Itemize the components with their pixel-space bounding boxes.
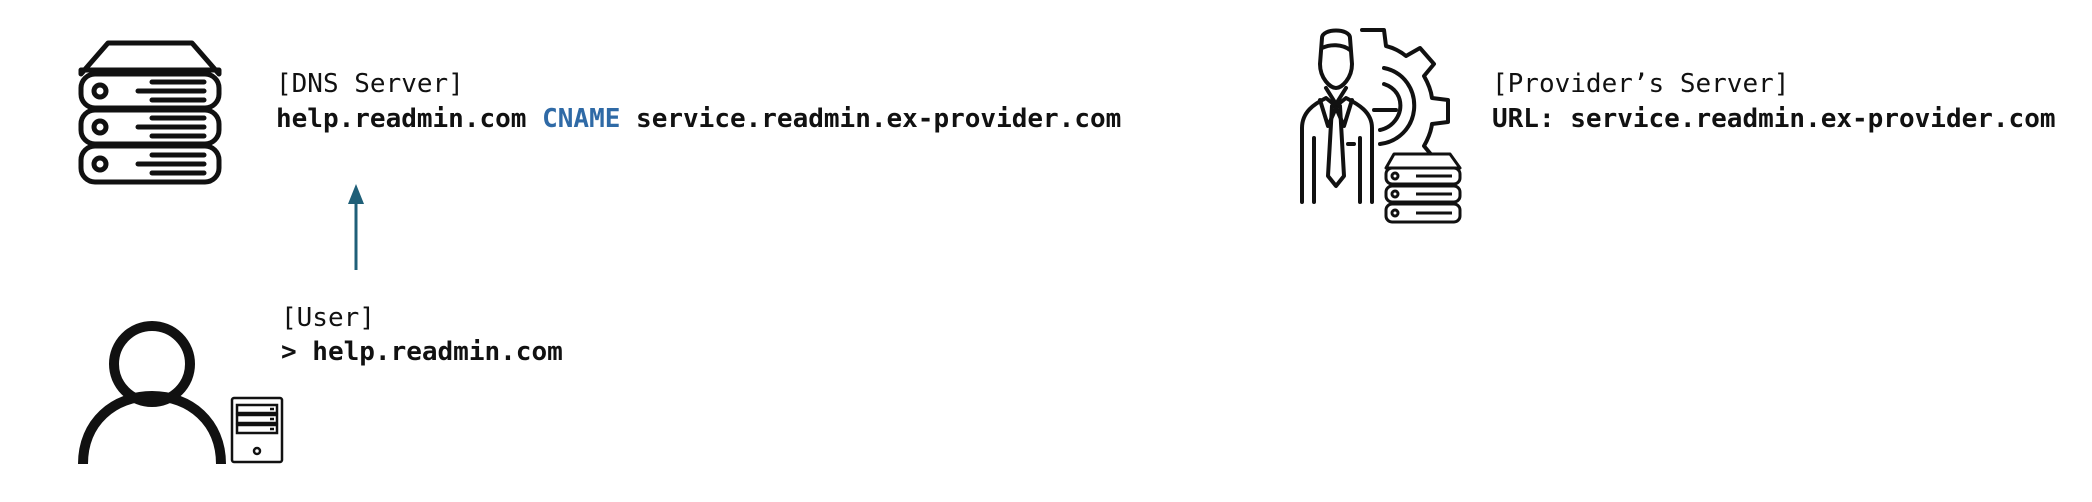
provider-url-line: URL: service.readmin.ex-provider.com xyxy=(1492,104,2056,134)
record-target: service.readmin.ex-provider.com xyxy=(636,104,1122,134)
dns-cname-record: help.readmin.com CNAME service.readmin.e… xyxy=(276,101,1121,137)
user-person-icon xyxy=(78,321,226,465)
arrow-up-connector xyxy=(348,184,364,270)
record-host: help.readmin.com xyxy=(276,104,527,134)
provider-server-label: [Provider’s Server] xyxy=(1492,69,1790,99)
provider-gear-person-icon xyxy=(1300,28,1462,224)
desktop-tower-icon xyxy=(230,396,284,464)
server-stack-icon xyxy=(78,40,222,185)
user-label: [User] xyxy=(281,303,375,333)
record-type: CNAME xyxy=(542,104,621,134)
dns-server-label: [DNS Server] xyxy=(276,69,464,99)
user-browser-input: > help.readmin.com xyxy=(281,337,563,367)
